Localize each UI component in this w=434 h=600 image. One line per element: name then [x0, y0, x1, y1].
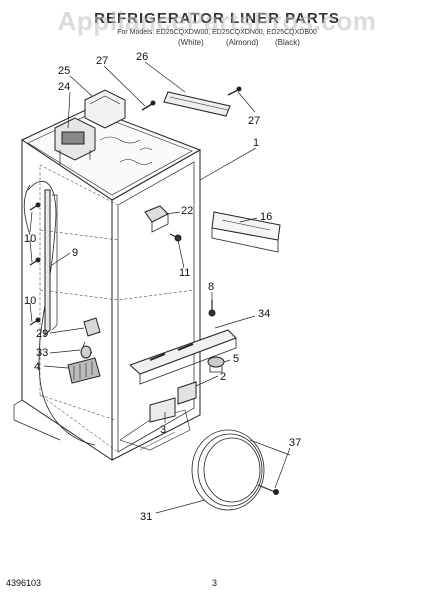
callout-5: 5: [233, 353, 239, 365]
callout-33: 33: [36, 347, 48, 359]
coiled-wire-harness: [191, 429, 291, 511]
callout-3: 3: [160, 424, 166, 436]
document-number: 4396103: [6, 578, 42, 588]
callout-10b: 10: [24, 295, 36, 307]
light-socket: [207, 356, 225, 373]
callout-29: 29: [36, 328, 48, 340]
page-number: 3: [212, 578, 218, 588]
callout-22: 22: [181, 205, 193, 217]
callout-27b: 27: [248, 115, 260, 127]
callout-8: 8: [208, 281, 214, 293]
callout-37: 37: [289, 437, 301, 449]
callout-24: 24: [58, 81, 70, 93]
color-label-white: (White): [178, 38, 204, 47]
callout-9: 9: [72, 247, 78, 259]
callout-27a: 27: [96, 55, 108, 67]
callout-16: 16: [260, 211, 272, 223]
callout-31: 31: [140, 511, 152, 523]
light-cover: [129, 300, 237, 385]
ice-chute-bracket: [54, 89, 126, 165]
callout-1: 1: [253, 137, 259, 149]
color-label-black: (Black): [275, 38, 300, 47]
callout-34: 34: [258, 308, 270, 320]
callout-11: 11: [179, 267, 190, 279]
left-components: [29, 202, 101, 384]
callout-25: 25: [58, 65, 70, 77]
top-trim-strip: [163, 91, 231, 117]
callout-26: 26: [136, 51, 148, 63]
shelf-rail: [211, 211, 281, 253]
callout-labels: 25 24 27 26 27 1 22 16 11 10 9 10 8 34 2…: [24, 51, 301, 523]
color-label-almond: (Almond): [226, 38, 259, 47]
shelf-support-clip: [144, 205, 182, 242]
callout-2: 2: [220, 371, 226, 383]
callout-10a: 10: [24, 233, 36, 245]
bottom-brackets: [149, 381, 197, 423]
leader-lines: [29, 61, 291, 514]
diagram-title: REFRIGERATOR LINER PARTS: [94, 10, 340, 27]
callout-4: 4: [34, 361, 40, 373]
screws: [141, 86, 242, 111]
model-numbers: For Models: ED25CQXDW00, ED25CQXDN00, ED…: [117, 29, 317, 36]
